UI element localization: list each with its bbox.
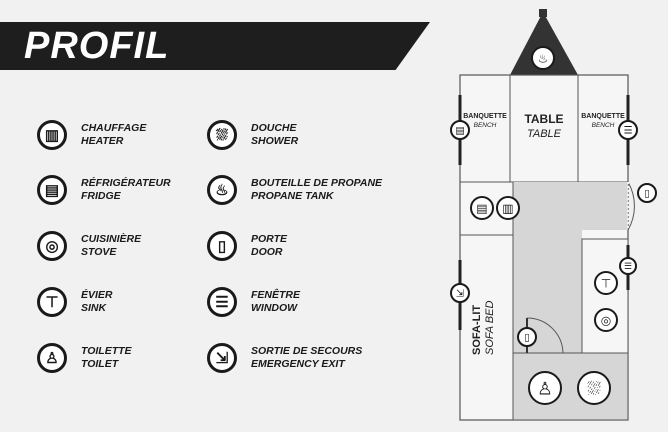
svg-text:⇲: ⇲ bbox=[456, 289, 464, 300]
plan-stove-icon: ◎ bbox=[594, 308, 618, 332]
svg-text:▥: ▥ bbox=[502, 201, 513, 215]
stove-icon: ◎ bbox=[37, 231, 67, 261]
plan-emergency-exit-icon: ⇲ bbox=[450, 283, 470, 303]
legend-label-fr: CUISINIÈRE bbox=[81, 233, 142, 245]
svg-text:▯: ▯ bbox=[524, 333, 529, 344]
door-icon: ▯ bbox=[207, 231, 237, 261]
plan-window-icon: ☰ bbox=[618, 120, 638, 140]
legend-label-fr: BOUTEILLE DE PROPANE bbox=[251, 177, 383, 189]
svg-text:▤: ▤ bbox=[476, 201, 487, 215]
svg-text:☰: ☰ bbox=[624, 261, 632, 271]
legend-label-fr: TOILETTE bbox=[81, 345, 132, 357]
legend-label-fr: SORTIE DE SECOURS bbox=[251, 345, 363, 357]
page-title: PROFIL bbox=[24, 25, 170, 67]
legend-label-fr: RÉFRIGÉRATEUR bbox=[81, 177, 171, 189]
sofa-en: SOFA BED bbox=[484, 301, 496, 355]
svg-text:♨: ♨ bbox=[538, 51, 549, 65]
plan-window-icon: ☰ bbox=[619, 257, 637, 275]
legend-label-en: EMERGENCY EXIT bbox=[251, 358, 345, 370]
legend-label-en: FRIDGE bbox=[81, 190, 121, 202]
bench-right-en: BENCH bbox=[592, 122, 615, 129]
table-en: TABLE bbox=[527, 128, 562, 140]
svg-text:☰: ☰ bbox=[624, 126, 633, 137]
sofa-fr: SOFA-LIT bbox=[471, 305, 483, 355]
legend-label-fr: PORTE bbox=[251, 233, 287, 245]
window-icon: ☰ bbox=[207, 287, 237, 317]
heater-icon: ▥ bbox=[37, 120, 67, 150]
front-nose bbox=[510, 12, 578, 75]
bench-left-fr: BANQUETTE bbox=[463, 113, 507, 120]
emergency-exit-icon: ⇲ bbox=[207, 343, 237, 373]
legend-label-en: SHOWER bbox=[251, 135, 299, 147]
plan-window-icon: ▤ bbox=[450, 120, 470, 140]
legend-label-fr: FENÊTRE bbox=[251, 289, 301, 301]
plan-door-icon: ▯ bbox=[517, 327, 537, 347]
svg-text:⊤: ⊤ bbox=[601, 276, 612, 290]
legend-label-en: TOILET bbox=[81, 358, 119, 370]
propane-tank-icon: ♨ bbox=[207, 175, 237, 205]
plan-fridge-icon: ▤ bbox=[470, 196, 494, 220]
legend-label-fr: DOUCHE bbox=[251, 122, 297, 134]
table-fr: TABLE bbox=[524, 112, 563, 126]
legend-label-en: HEATER bbox=[81, 135, 124, 147]
legend-label-fr: ÉVIER bbox=[81, 289, 113, 301]
legend-label-en: PROPANE TANK bbox=[251, 190, 334, 202]
svg-text:♙: ♙ bbox=[537, 378, 553, 398]
shower-icon: ⛆ bbox=[207, 120, 237, 150]
sink-icon: ⊤ bbox=[37, 287, 67, 317]
bench-right-fr: BANQUETTE bbox=[581, 113, 625, 120]
svg-text:▯: ▯ bbox=[644, 189, 649, 200]
legend-label-fr: CHAUFFAGE bbox=[81, 122, 147, 134]
plan-toilet-icon: ♙ bbox=[528, 371, 562, 405]
plan-sink-icon: ⊤ bbox=[594, 271, 618, 295]
plan-door-icon: ▯ bbox=[637, 183, 657, 203]
plan-propane-tank-icon: ♨ bbox=[531, 46, 555, 70]
plan-shower-icon: ⛆ bbox=[577, 371, 611, 405]
toilet-icon: ♙ bbox=[37, 343, 67, 373]
legend-label-en: STOVE bbox=[81, 246, 117, 258]
title-banner bbox=[0, 22, 430, 70]
legend-label-en: DOOR bbox=[251, 246, 283, 258]
svg-text:◎: ◎ bbox=[601, 313, 612, 327]
bench-left-en: BENCH bbox=[474, 122, 497, 129]
svg-text:▤: ▤ bbox=[455, 126, 464, 137]
fridge-icon: ▤ bbox=[37, 175, 67, 205]
plan-heater-icon: ▥ bbox=[496, 196, 520, 220]
svg-text:⛆: ⛆ bbox=[587, 378, 601, 398]
legend-label-en: WINDOW bbox=[251, 302, 298, 314]
legend-label-en: SINK bbox=[81, 302, 107, 314]
